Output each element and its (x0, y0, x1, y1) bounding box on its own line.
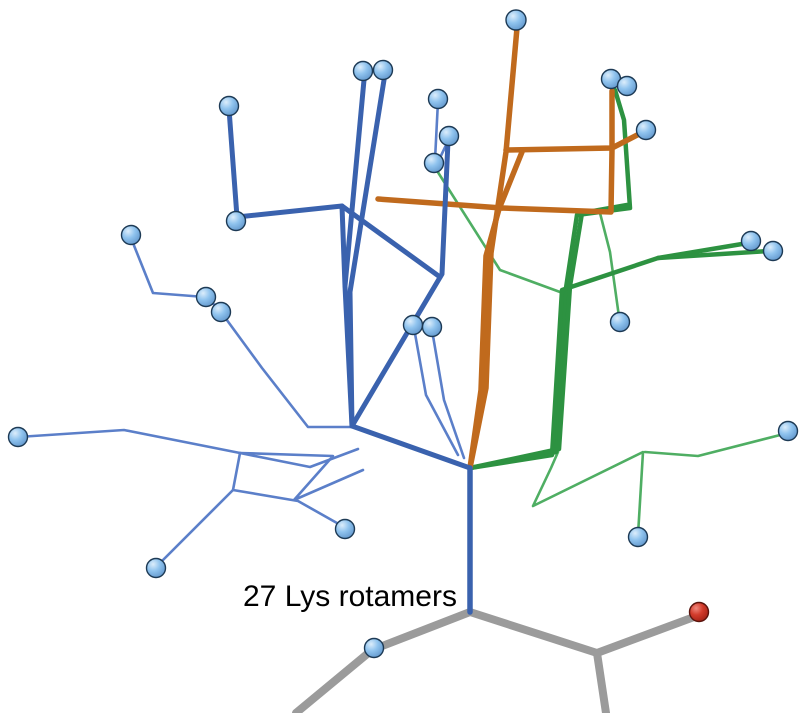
bond-blue (339, 203, 443, 280)
nitrogen-atom-sphere[interactable] (210, 301, 232, 323)
nitrogen-atom-sphere[interactable] (218, 95, 240, 117)
bond-blue_light (129, 236, 207, 299)
bonds-layer (16, 25, 790, 713)
bond-green (467, 87, 633, 471)
nitrogen-atom-sphere[interactable] (7, 426, 29, 448)
bond-blue_light (430, 328, 466, 460)
bond-green (467, 240, 751, 471)
bond-blue (342, 77, 367, 289)
nitrogen-atom-sphere[interactable] (627, 526, 649, 548)
bond-green_light (643, 431, 790, 458)
nitrogen-atom-sphere[interactable] (352, 60, 374, 82)
bond-gray (593, 649, 610, 713)
nitrogen-atom-sphere[interactable] (363, 637, 385, 659)
atoms-layer (7, 9, 799, 659)
bond-gray (292, 608, 474, 713)
bond-orange (375, 196, 505, 211)
nitrogen-atom-sphere[interactable] (120, 224, 142, 246)
bond-blue_light (219, 310, 354, 429)
nitrogen-atom-sphere[interactable] (372, 59, 394, 81)
bond-green_light (531, 450, 645, 537)
bond-blue_light (433, 99, 440, 162)
bond-blue (234, 203, 473, 471)
nitrogen-atom-sphere[interactable] (195, 286, 217, 308)
bond-green_light (598, 211, 622, 326)
bond-blue (349, 138, 451, 429)
bond-blue (347, 77, 387, 429)
nitrogen-atom-sphere[interactable] (505, 9, 527, 31)
nitrogen-atom-sphere[interactable] (421, 316, 443, 338)
nitrogen-atom-sphere[interactable] (777, 420, 799, 442)
bond-blue_light (238, 451, 365, 502)
bond-orange (467, 25, 520, 471)
bond-orange (467, 149, 525, 471)
nitrogen-atom-sphere[interactable] (225, 210, 247, 232)
bond-orange (499, 147, 615, 215)
bond-blue_light (231, 488, 346, 529)
nitrogen-atom-sphere[interactable] (762, 240, 784, 262)
nitrogen-atom-sphere[interactable] (616, 75, 638, 97)
bond-green (655, 248, 772, 261)
oxygen-atom-sphere[interactable] (688, 601, 710, 623)
bond-blue (226, 106, 240, 220)
nitrogen-atom-sphere[interactable] (334, 518, 356, 540)
nitrogen-atom-sphere[interactable] (609, 311, 631, 333)
bond-blue_light (156, 451, 242, 567)
nitrogen-atom-sphere[interactable] (423, 152, 445, 174)
bond-orange (503, 88, 615, 153)
nitrogen-atom-sphere[interactable] (145, 557, 167, 579)
bond-blue_light (16, 428, 360, 469)
nitrogen-atom-sphere[interactable] (438, 125, 460, 147)
bond-blue_light (412, 326, 460, 457)
figure-label: 27 Lys rotamers (243, 580, 457, 613)
nitrogen-atom-sphere[interactable] (427, 88, 449, 110)
nitrogen-atom-sphere[interactable] (402, 314, 424, 336)
bond-green_light (432, 164, 562, 294)
bond-gray (466, 608, 698, 657)
nitrogen-atom-sphere[interactable] (740, 230, 762, 252)
nitrogen-atom-sphere[interactable] (635, 119, 657, 141)
